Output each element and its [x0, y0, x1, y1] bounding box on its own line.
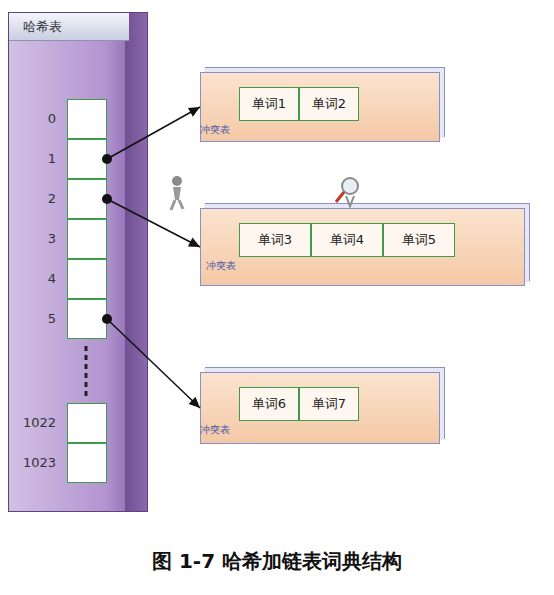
magnifier-lens [342, 178, 358, 194]
hash-table-panel: 哈希表01234510221023 [8, 12, 148, 512]
slot-index: 5 [16, 299, 56, 339]
word-box: 单词4 [311, 223, 383, 257]
word-label: 单词7 [300, 388, 358, 419]
word-box: 单词2 [299, 87, 359, 121]
word-box: 单词3 [239, 223, 311, 257]
person-icon [171, 176, 183, 210]
slot-index: 3 [16, 219, 56, 259]
person-legs [171, 200, 183, 210]
figure-caption: 图 1-7 哈希加链表词典结构 [0, 548, 554, 575]
magnifier-handle [336, 192, 344, 202]
person-head [172, 176, 182, 186]
hash-slot: 2 [67, 179, 107, 219]
conflict-table: 冲突表 单词6单词7 [200, 372, 440, 444]
word-label: 单词4 [312, 224, 382, 255]
hash-slot: 4 [67, 259, 107, 299]
word-box: 单词7 [299, 387, 359, 421]
word-box: 单词6 [239, 387, 299, 421]
slot-index: 0 [16, 99, 56, 139]
word-label: 单词1 [240, 88, 298, 119]
hash-slot: 1022 [67, 403, 107, 443]
word-label: 单词6 [240, 388, 298, 419]
conflict-table: 冲突表单词3单词4单词5 [200, 208, 525, 286]
conflict-label: 冲突表 [206, 259, 529, 273]
conflict-table: 冲突表 单词1单词2 [200, 72, 440, 142]
table-title: 哈希表 [9, 13, 129, 41]
slot-index: 1 [16, 139, 56, 179]
conflict-label: 冲突表 [200, 123, 438, 137]
hash-slot: 5 [67, 299, 107, 339]
word-box: 单词1 [239, 87, 299, 121]
hash-slot: 1023 [67, 443, 107, 483]
hash-slot: 3 [67, 219, 107, 259]
slot-index: 1023 [16, 443, 56, 483]
magnifier-person [346, 196, 354, 206]
arrow-head [189, 397, 200, 408]
word-label: 单词2 [300, 88, 358, 119]
arrow-head [188, 238, 200, 247]
arrow-head [188, 107, 200, 117]
slot-index: 4 [16, 259, 56, 299]
word-label: 单词5 [384, 224, 454, 255]
person-body [173, 187, 181, 200]
magnifier-icon [336, 178, 358, 206]
hash-slot: 1 [67, 139, 107, 179]
hash-slot: 0 [67, 99, 107, 139]
word-label: 单词3 [240, 224, 310, 255]
word-box: 单词5 [383, 223, 455, 257]
slot-index: 2 [16, 179, 56, 219]
slot-index: 1022 [16, 403, 56, 443]
conflict-label: 冲突表 [200, 423, 438, 437]
